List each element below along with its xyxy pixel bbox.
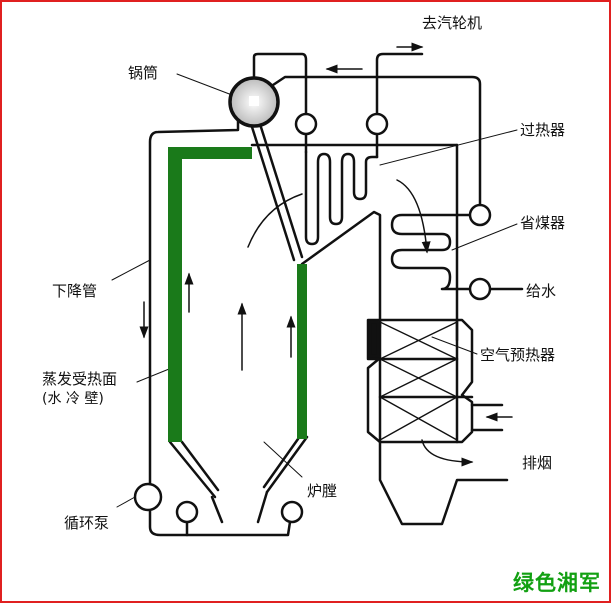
label-furnace: 炉膛 (307, 482, 338, 500)
label-drum: 锅筒 (128, 64, 159, 82)
label-water-wall: (水 冷 壁) (42, 391, 104, 407)
label-to-turbine: 去汽轮机 (422, 14, 483, 32)
label-downcomer: 下降管 (52, 282, 98, 300)
economizer-coil (390, 213, 482, 291)
label-flue-gas: 排烟 (522, 454, 553, 472)
water-wall (168, 147, 307, 442)
superheater-coil (304, 150, 379, 246)
label-circulation-pump: 循环泵 (64, 514, 110, 532)
label-evaporator: 蒸发受热面 (42, 370, 118, 388)
label-economizer: 省煤器 (520, 214, 566, 232)
label-air-preheater: 空气预热器 (480, 346, 556, 364)
downcomer-pipe (148, 118, 292, 537)
label-feedwater: 给水 (526, 282, 557, 300)
watermark: 绿色湘军 (513, 571, 601, 595)
label-superheater: 过热器 (520, 121, 566, 139)
circulation-pump (133, 482, 163, 512)
